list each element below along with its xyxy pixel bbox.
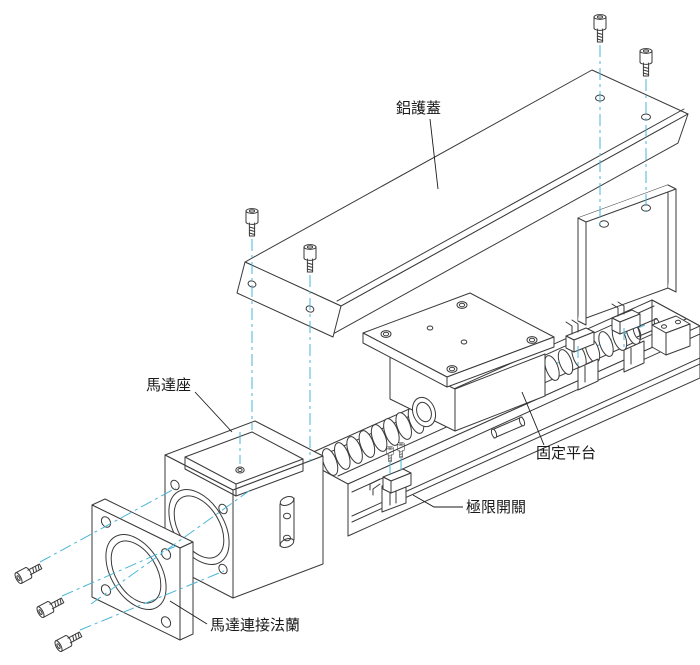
leader-platform <box>521 391 545 446</box>
limit-switch-left <box>369 468 412 513</box>
limit-switch-right <box>611 301 645 373</box>
sensor-sleeve <box>490 416 526 439</box>
annotations: 鋁護蓋 馬達座 固定平台 極限開關 馬達連接法蘭 <box>146 100 596 634</box>
label-aluminum-cover: 鋁護蓋 <box>396 100 441 117</box>
flange-screw-2 <box>35 594 66 620</box>
label-limit-switch: 極限開關 <box>466 499 526 516</box>
label-motor-mount: 馬達座 <box>146 377 191 394</box>
carriage-platform <box>362 292 555 432</box>
label-motor-flange: 馬達連接法蘭 <box>210 617 300 634</box>
aluminum-cover <box>236 69 689 338</box>
leader-cover <box>429 118 439 190</box>
limit-switch-middle <box>565 319 599 391</box>
cover-screw-right-1 <box>593 14 607 43</box>
cover-screw-left-1 <box>245 208 259 237</box>
motor-flange <box>91 498 194 641</box>
drawing-parts <box>13 14 691 654</box>
leader-motor-mount <box>194 391 233 433</box>
label-platform: 固定平台 <box>536 445 596 462</box>
end-support-bracket <box>577 184 677 326</box>
cover-screw-right-2 <box>639 48 653 77</box>
leader-motor-flange <box>169 600 208 625</box>
flange-screw-1 <box>13 560 44 586</box>
centerlines <box>39 45 647 631</box>
leader-limit-switch <box>412 494 463 508</box>
flange-screw-3 <box>53 628 84 654</box>
end-bearing-block <box>651 315 691 356</box>
